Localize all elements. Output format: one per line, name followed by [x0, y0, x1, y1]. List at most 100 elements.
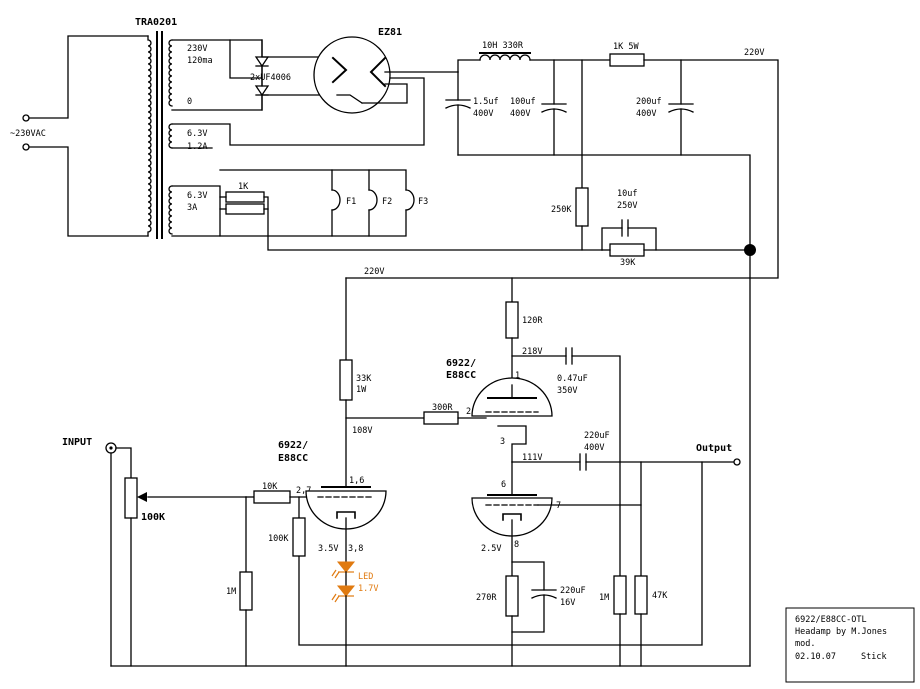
v-25-label: 2.5V	[481, 544, 501, 554]
resistor-250k	[575, 187, 589, 227]
pin-1: 1	[515, 371, 520, 381]
transformer-label: TRA0201	[135, 17, 177, 28]
c-1u5-voltage: 400V	[473, 109, 493, 119]
filament-secondary-1	[168, 123, 173, 149]
resistor-1m-left	[239, 571, 253, 611]
r-1k5w-label: 1K 5W	[613, 42, 639, 52]
title-block: 6922/E88CC-OTL Headamp by M.Jones mod. 0…	[785, 607, 915, 683]
r-270r-label: 270R	[476, 593, 497, 603]
pin-7: 7	[556, 501, 561, 511]
pin-27: 2,7	[296, 486, 311, 496]
tube-top-label: 6922/	[446, 358, 476, 369]
f2-label: F2	[382, 197, 392, 207]
resistor-1k-filament	[225, 191, 265, 203]
c-100u-voltage: 400V	[510, 109, 530, 119]
r-1m-right-label: 1M	[599, 593, 609, 603]
rail-top-label: 220V	[744, 48, 764, 58]
hv-secondary	[168, 39, 173, 107]
led-diode	[336, 585, 356, 597]
tube-6922-left	[305, 490, 387, 530]
v-218-label: 218V	[522, 347, 542, 357]
sec-fil1-current: 1.2A	[187, 142, 207, 152]
r-33k-label: 33K	[356, 374, 372, 384]
r-120r-label: 120R	[522, 316, 543, 326]
resistor-100k	[292, 517, 306, 557]
r-300r-label: 300R	[432, 403, 453, 413]
choke-label: 10H 330R	[482, 41, 524, 51]
sec-fil2-current: 3A	[187, 203, 197, 213]
title-author: Stick	[861, 652, 887, 662]
transformer-primary	[147, 35, 152, 237]
led-voltage: 1.7V	[358, 584, 378, 594]
sec-zero: 0	[187, 97, 192, 107]
rail-mid-label: 220V	[364, 267, 384, 277]
resistor-270r	[505, 575, 519, 617]
amplifier: 220V 120R 218V 0.47uF 350V 6922/ E88CC 1…	[62, 267, 751, 667]
c-047-label: 0.47uF	[557, 374, 588, 384]
sec-hv-current: 120ma	[187, 56, 213, 66]
pin-8: 8	[514, 540, 519, 550]
c-220u-out-label: 220uF	[584, 431, 610, 441]
c-047-voltage: 350V	[557, 386, 577, 396]
filament-f1	[331, 189, 341, 211]
f3-label: F3	[418, 197, 428, 207]
mains-label: ~230VAC	[10, 129, 46, 139]
r-1k-label: 1K	[238, 182, 249, 192]
sec-hv-voltage: 230V	[187, 44, 207, 54]
c-220u-out-voltage: 400V	[584, 443, 604, 453]
led-diode	[336, 561, 356, 573]
title-date: 02.10.07	[795, 652, 836, 662]
resistor-10k	[253, 490, 291, 504]
r-39k-label: 39K	[620, 258, 636, 268]
tube-top-type: E88CC	[446, 370, 476, 381]
resistor-39k	[609, 243, 645, 257]
resistor-120r	[505, 301, 519, 339]
tube-left-type: E88CC	[278, 453, 308, 464]
volume-pot-100k[interactable]	[124, 477, 138, 519]
resistor-47k	[634, 575, 648, 615]
resistor-1k-5w	[609, 53, 645, 67]
r-1m-left-label: 1M	[226, 587, 236, 597]
power-supply: ~230VAC TRA0201 230V 120ma 0 6.3V 1.2A 6…	[10, 17, 779, 667]
pin-3: 3	[500, 437, 505, 447]
resistor-33k	[339, 359, 353, 401]
c-200u-label: 200uf	[636, 97, 662, 107]
c-220u-cath-label: 220uF	[560, 586, 586, 596]
r-33k-watt: 1W	[356, 385, 367, 395]
title-line-3: mod.	[795, 639, 815, 649]
pin-2: 2	[466, 407, 471, 417]
v-111-label: 111V	[522, 453, 542, 463]
sec-fil2-voltage: 6.3V	[187, 191, 207, 201]
mains-terminal-top[interactable]	[22, 114, 30, 122]
ez81-rectifier-tube	[313, 36, 391, 114]
c-10u-voltage: 250V	[617, 201, 637, 211]
title-line-2: Headamp by M.Jones	[795, 627, 887, 637]
pin-6: 6	[501, 480, 506, 490]
title-line-1: 6922/E88CC-OTL	[795, 615, 867, 625]
diodes-label: 2xUF4006	[250, 73, 291, 83]
choke	[479, 54, 531, 61]
led-label: LED	[358, 572, 373, 582]
mains-terminal-bottom[interactable]	[22, 143, 30, 151]
v-35-label: 3.5V	[318, 544, 338, 554]
c-220u-cath-voltage: 16V	[560, 598, 575, 608]
ez81-label: EZ81	[378, 27, 402, 38]
sec-fil1-voltage: 6.3V	[187, 129, 207, 139]
filament-f3	[405, 189, 415, 211]
r-250k-label: 250K	[551, 205, 572, 215]
c-100u-label: 100uf	[510, 97, 536, 107]
c-10u-label: 10uf	[617, 189, 637, 199]
r-100k-label: 100K	[268, 534, 289, 544]
pin-16: 1,6	[349, 476, 364, 486]
pot-wiper-arrow	[137, 492, 147, 502]
output-label: Output	[696, 443, 732, 454]
pin-38: 3,8	[348, 544, 363, 554]
filament-secondary-2	[168, 185, 173, 235]
resistor-1m-right	[613, 575, 627, 615]
f1-label: F1	[346, 197, 356, 207]
c-1u5-label: 1.5uf	[473, 97, 499, 107]
output-terminal[interactable]	[733, 458, 741, 466]
v-108-label: 108V	[352, 426, 372, 436]
r-10k-label: 10K	[262, 482, 278, 492]
